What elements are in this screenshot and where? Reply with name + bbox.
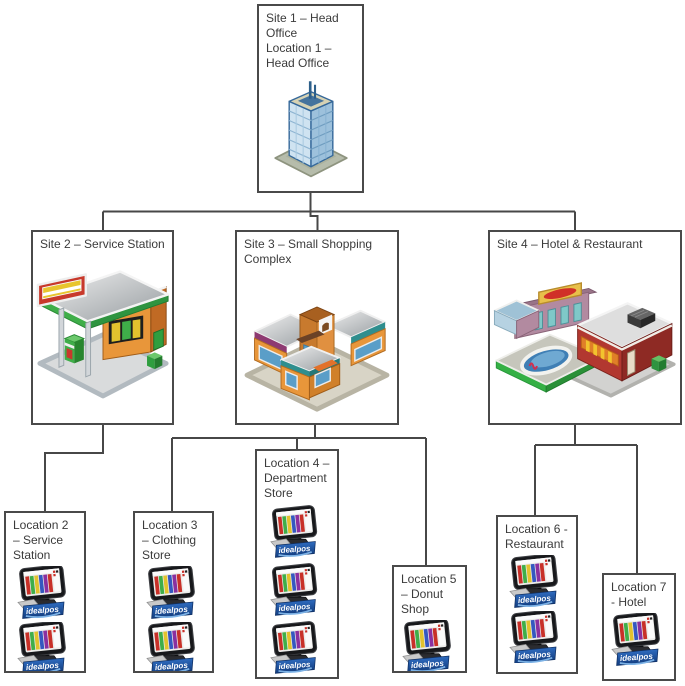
pos-terminal-icon: idealpos xyxy=(401,620,451,671)
node-title: Location 5 – Donut Shop xyxy=(401,572,457,616)
node-title: Site 2 – Service Station xyxy=(40,237,165,251)
node-title: Location 6 - Restaurant xyxy=(505,522,568,551)
pos-terminal-icon: idealpos xyxy=(145,566,195,619)
node-location-3: Location 3 – Clothing Store idealpos xyxy=(133,511,214,673)
node-title: Site 3 – Small Shopping Complex xyxy=(244,237,373,266)
service-station-icon xyxy=(36,270,169,399)
idealpos-logo-text: idealpos xyxy=(620,652,654,663)
pos-terminal-stack: idealpos idealpos xyxy=(498,555,576,663)
node-location-5: Location 5 – Donut Shop idealpos xyxy=(392,565,467,673)
idealpos-logo-text: idealpos xyxy=(518,649,552,660)
node-title: Site 4 – Hotel & Restaurant xyxy=(497,237,643,251)
pos-terminal-icon: idealpos xyxy=(509,610,558,663)
node-site-1: Site 1 – Head Office Location 1 – Head O… xyxy=(257,4,364,193)
pos-terminal-stack: idealpos idealpos xyxy=(6,566,84,671)
node-title: Site 1 – Head Office xyxy=(266,11,339,40)
idealpos-logo-text: idealpos xyxy=(278,544,311,555)
idealpos-logo-text: idealpos xyxy=(26,660,60,671)
node-title: Location 7 - Hotel xyxy=(611,580,667,609)
node-title: Location 3 – Clothing Store xyxy=(142,518,198,562)
idealpos-logo-text: idealpos xyxy=(154,605,188,616)
pos-terminal-stack: idealpos idealpos xyxy=(135,566,212,671)
hotel-restaurant-icon xyxy=(493,282,676,398)
node-location-2: Location 2 – Service Station idealpos xyxy=(4,511,86,673)
idealpos-logo-text: idealpos xyxy=(410,659,444,670)
node-location-7: Location 7 - Hotel idealpos xyxy=(602,573,676,681)
node-location-4: Location 4 – Department Store idealpos xyxy=(255,449,339,679)
idealpos-logo-text: idealpos xyxy=(278,602,311,613)
pos-terminal-icon: idealpos xyxy=(270,563,318,616)
node-location-6: Location 6 - Restaurant idealpos xyxy=(496,515,578,674)
pos-terminal-icon: idealpos xyxy=(509,555,558,608)
idealpos-logo-text: idealpos xyxy=(278,660,311,671)
node-site-3: Site 3 – Small Shopping Complex xyxy=(235,230,399,425)
idealpos-logo-text: idealpos xyxy=(518,594,552,605)
node-title: Location 2 – Service Station xyxy=(13,518,69,562)
pos-terminal-stack: idealpos idealpos xyxy=(257,505,337,675)
idealpos-logo-text: idealpos xyxy=(154,660,188,671)
pos-terminal-icon: idealpos xyxy=(611,613,660,666)
node-subtitle: Location 1 – Head Office xyxy=(266,41,332,70)
pos-terminal-icon: idealpos xyxy=(270,621,318,674)
pos-terminal-icon: idealpos xyxy=(270,505,318,558)
pos-terminal-icon: idealpos xyxy=(17,566,66,619)
node-title: Location 4 – Department Store xyxy=(264,456,330,500)
idealpos-logo-text: idealpos xyxy=(26,605,60,616)
pos-terminal-stack: idealpos xyxy=(394,620,465,671)
pos-terminal-icon: idealpos xyxy=(145,621,195,671)
office-building-icon xyxy=(273,81,348,178)
shopping-complex-icon xyxy=(244,306,390,412)
pos-terminal-stack: idealpos xyxy=(604,613,674,666)
node-site-4: Site 4 – Hotel & Restaurant xyxy=(488,230,682,425)
pos-terminal-icon: idealpos xyxy=(17,621,66,671)
node-site-2: Site 2 – Service Station xyxy=(31,230,174,425)
